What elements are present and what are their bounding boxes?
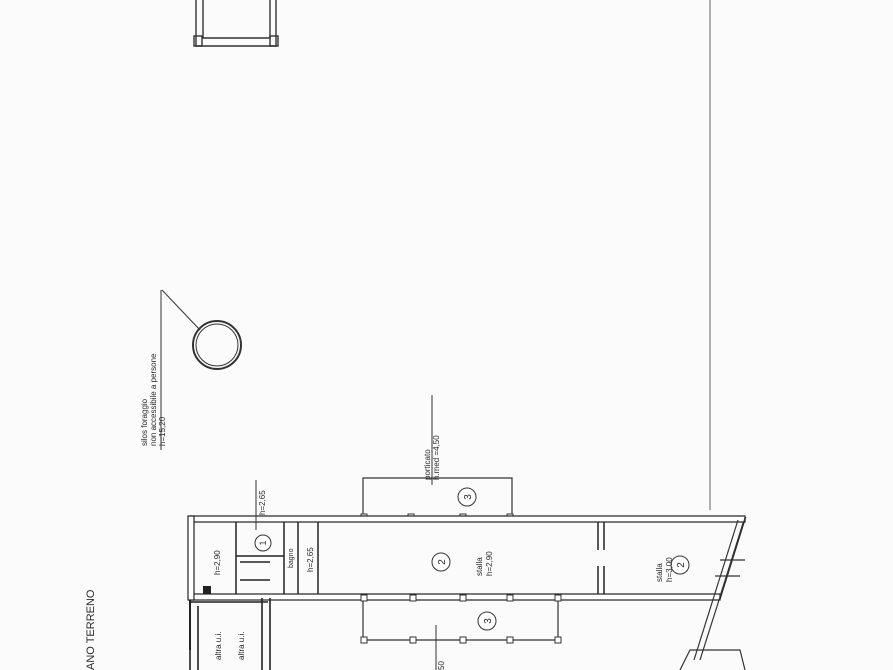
wall-top [189, 515, 746, 523]
svg-text:3: 3 [463, 494, 474, 500]
porch-top [362, 477, 513, 518]
stalla-right-label-1: stalla [655, 563, 664, 582]
altra-ui-label-2: altra u.i. [237, 632, 246, 660]
porticato-label-2: h.med =4,50 [432, 435, 441, 480]
room-number-1: 1 [254, 534, 272, 552]
height-label-2: h=2,65 [306, 547, 315, 572]
right-end-angled [679, 517, 746, 670]
silo-label-2: non accessibile a persone [149, 353, 158, 446]
silo-label-1: silos foraggio [140, 398, 149, 446]
plan-title: ANO TERRENO [85, 589, 97, 670]
stalla-main-label-2: h=2,90 [485, 551, 494, 576]
porticato-label-1: porticato [423, 449, 432, 480]
silo-leader-line [161, 289, 201, 331]
silo-inner-circle [195, 323, 239, 367]
height-label-3: h=2,90 [213, 550, 222, 575]
porch-bottom [362, 598, 559, 641]
wall-left [187, 515, 195, 601]
small-room-label: bagno [288, 548, 295, 568]
height-label-1: h=2,65 [258, 490, 267, 515]
main-building [189, 517, 747, 650]
top-structure [193, 0, 279, 47]
porch-bottom-label: 50 [437, 661, 446, 670]
room-number-2-main: 2 [431, 552, 451, 572]
adjacent-unit [189, 598, 271, 670]
altra-ui-label-1: altra u.i. [214, 632, 223, 660]
stalla-right-label-2: h=3,00 [665, 557, 674, 582]
svg-text:3: 3 [483, 618, 494, 624]
room-number-3-bottom: 3 [477, 611, 497, 631]
silo-circle [192, 320, 242, 370]
room-number-2-right: 2 [670, 555, 690, 575]
svg-text:2: 2 [676, 562, 687, 568]
partitions [235, 522, 605, 594]
stalla-main-label-1: stalla [475, 557, 484, 576]
svg-text:1: 1 [258, 540, 268, 545]
silo-label-3: h=15,20 [158, 416, 167, 446]
svg-text:2: 2 [437, 559, 448, 565]
room-number-3-top: 3 [457, 487, 477, 507]
porch-bottom-columns [360, 594, 562, 644]
small-door-mark [203, 586, 211, 594]
